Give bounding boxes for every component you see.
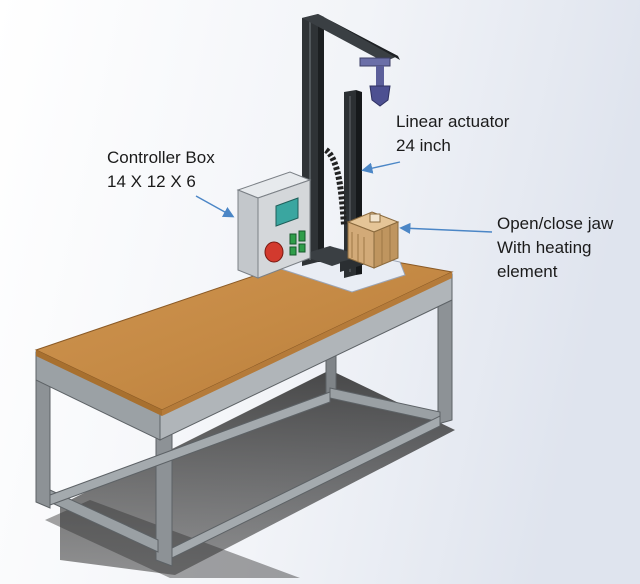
- controller-box-label-line1: Controller Box: [107, 148, 215, 167]
- arrow-actuator: [361, 161, 401, 174]
- jaw-label-line3: element: [497, 262, 558, 281]
- green-button-1: [289, 233, 297, 245]
- controller-screen: [275, 197, 299, 227]
- arrow-jaw: [399, 222, 493, 234]
- jaw-label: Open/close jaw With heating element: [497, 212, 613, 284]
- linear-actuator-label: Linear actuator 24 inch: [396, 110, 509, 158]
- tabletop-edge-front: [36, 350, 162, 416]
- linear-actuator-label-line1: Linear actuator: [396, 112, 510, 131]
- linear-actuator-label-line2: 24 inch: [396, 136, 451, 155]
- green-button-2: [298, 230, 306, 242]
- jaw-label-line2: With heating: [497, 238, 592, 257]
- estop-button: [264, 241, 284, 263]
- controller-box-label: Controller Box 14 X 12 X 6: [107, 146, 215, 194]
- controller-box: [236, 171, 312, 279]
- green-button-3: [289, 246, 297, 256]
- hanging-tool: [359, 57, 391, 107]
- arrow-controller: [195, 195, 235, 218]
- jaw-label-line1: Open/close jaw: [497, 214, 614, 233]
- controller-box-label-line2: 14 X 12 X 6: [107, 172, 196, 191]
- tabletop-edge-side: [162, 272, 452, 416]
- jaw-assembly: [346, 211, 400, 269]
- green-button-4: [298, 243, 306, 253]
- table-frame: [35, 273, 453, 567]
